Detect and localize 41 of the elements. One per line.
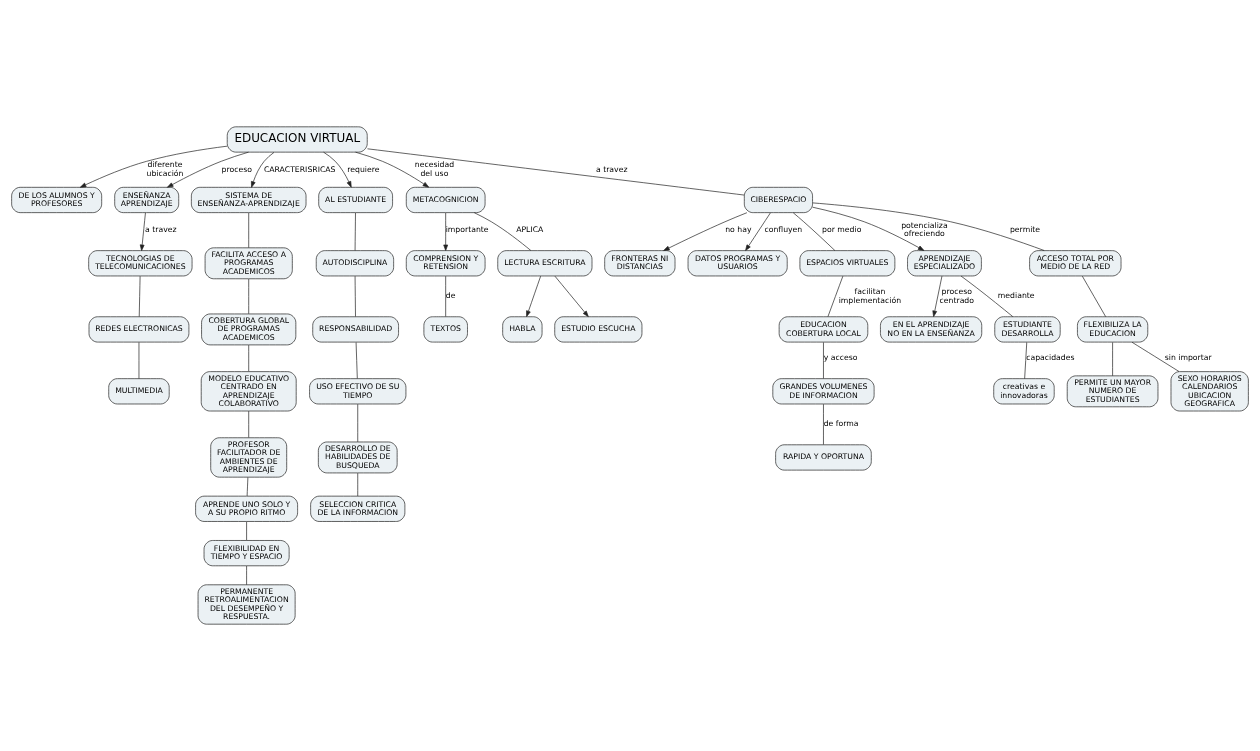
- connector: [473, 212, 532, 251]
- connector: [246, 476, 249, 497]
- arrow: [526, 275, 541, 317]
- arrow: [139, 212, 146, 251]
- connector: [248, 410, 250, 438]
- connector: [246, 521, 247, 541]
- connector: [354, 275, 356, 317]
- connector: [246, 565, 247, 586]
- connector: [248, 344, 250, 372]
- connector: [357, 472, 359, 497]
- connector: [138, 275, 141, 317]
- connector: [354, 212, 356, 251]
- arrow: [745, 212, 771, 251]
- connector: [248, 212, 250, 249]
- connector: [357, 403, 359, 443]
- connector: [960, 275, 1014, 317]
- arrow: [167, 151, 249, 188]
- arrow: [251, 152, 275, 188]
- arrow: [554, 275, 589, 317]
- arrow: [663, 212, 748, 251]
- connector: [1082, 275, 1106, 317]
- arrow: [323, 151, 352, 188]
- arrow: [79, 145, 228, 188]
- connector: [445, 275, 447, 317]
- connector: [138, 342, 140, 379]
- arrow: [812, 206, 925, 251]
- arrow: [932, 275, 943, 317]
- connector: [823, 342, 824, 379]
- connector: [812, 202, 1045, 251]
- connector: [1024, 342, 1028, 379]
- connector: [827, 275, 844, 317]
- connector: [248, 278, 250, 315]
- connector: [367, 148, 745, 196]
- connector: [1131, 341, 1180, 372]
- connector: [792, 212, 836, 251]
- connector: [1112, 342, 1113, 377]
- node-box: EDUCACION VIRTUAL: [226, 126, 368, 153]
- arrow: [355, 151, 430, 188]
- connector: [355, 342, 358, 379]
- connector: [823, 403, 824, 445]
- arrow: [443, 212, 448, 251]
